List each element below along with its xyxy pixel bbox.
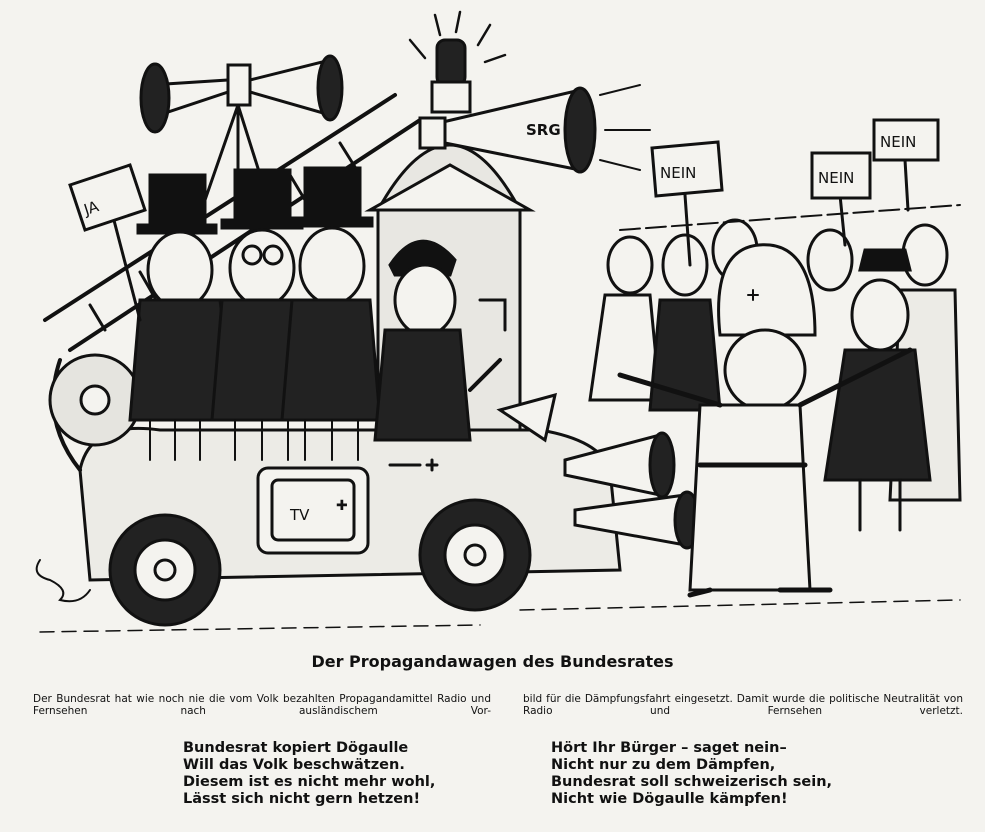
cartoon-illustration: JA NEIN NEIN NEIN SRG TV ✚ (35, 10, 962, 633)
driver-figure (373, 239, 507, 442)
ja-sign-text: JA (81, 197, 102, 219)
verse-line: Nicht wie Dögaulle kämpfen! (551, 791, 788, 807)
tv-label: TV (289, 506, 310, 524)
nein-sign-text-3: NEIN (880, 133, 916, 151)
crowd (588, 204, 962, 532)
verse-line: Hört Ihr Bürger – saget nein– (551, 740, 787, 756)
verse-left: Bundesrat kopiert Dögaulle Will das Volk… (183, 740, 435, 808)
verse-line: Lässt sich nicht gern hetzen! (183, 791, 421, 807)
nein-signs (650, 118, 940, 267)
verse-line: Nicht nur zu dem Dämpfen, (551, 757, 776, 773)
ground-line (39, 599, 961, 633)
srg-horn (418, 84, 651, 174)
bundesrat-figures (128, 166, 382, 461)
caption-left: Der Bundesrat hat wie noch nie die vom V… (33, 693, 491, 717)
verse-line: Bundesrat kopiert Dögaulle (183, 740, 409, 756)
nein-sign-text-2: NEIN (818, 169, 854, 187)
loudspeaker-tripod (139, 54, 344, 212)
verse-line: Diesem ist es nicht mehr wohl, (183, 774, 436, 790)
verse-line: Bundesrat soll schweizerisch sein, (551, 774, 833, 790)
verse-line: Will das Volk beschwätzen. (183, 757, 405, 773)
ja-sign (68, 163, 147, 322)
verse-right: Hört Ihr Bürger – saget nein– Nicht nur … (551, 740, 832, 808)
truck-wheels (108, 498, 532, 627)
front-horns (563, 431, 701, 550)
nein-sign-text-1: NEIN (660, 164, 696, 182)
swiss-cross-icon: ✚ (336, 498, 348, 514)
policeman-figure (617, 243, 913, 598)
cartoon-title: Der Propagandawagen des Bundesrates (311, 652, 674, 671)
srg-label: SRG (526, 121, 561, 139)
caption-right: bild für die Dämpfungsfahrt eingesetzt. … (523, 693, 963, 717)
